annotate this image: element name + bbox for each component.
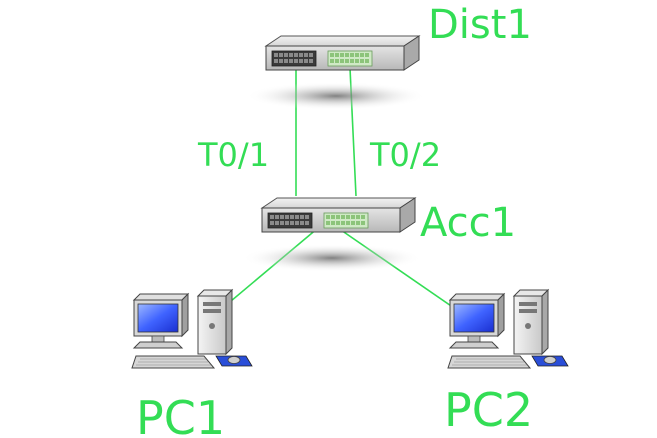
switch-acc1[interactable] xyxy=(241,197,423,273)
pc-pc2[interactable] xyxy=(447,289,569,369)
switch-icon xyxy=(241,197,423,273)
desktop-pc-icon xyxy=(447,289,569,369)
switch-icon xyxy=(245,35,427,111)
device-label-acc1: Acc1 xyxy=(420,200,516,246)
switch-dist1[interactable] xyxy=(245,35,427,111)
device-label-pc2: PC2 xyxy=(444,383,533,437)
link-label-t02: T0/2 xyxy=(369,136,441,174)
device-label-dist1: Dist1 xyxy=(428,2,532,48)
pc-pc1[interactable] xyxy=(131,289,253,369)
link-label-t01: T0/1 xyxy=(197,136,269,174)
desktop-pc-icon xyxy=(131,289,253,369)
device-label-pc1: PC1 xyxy=(136,391,225,438)
